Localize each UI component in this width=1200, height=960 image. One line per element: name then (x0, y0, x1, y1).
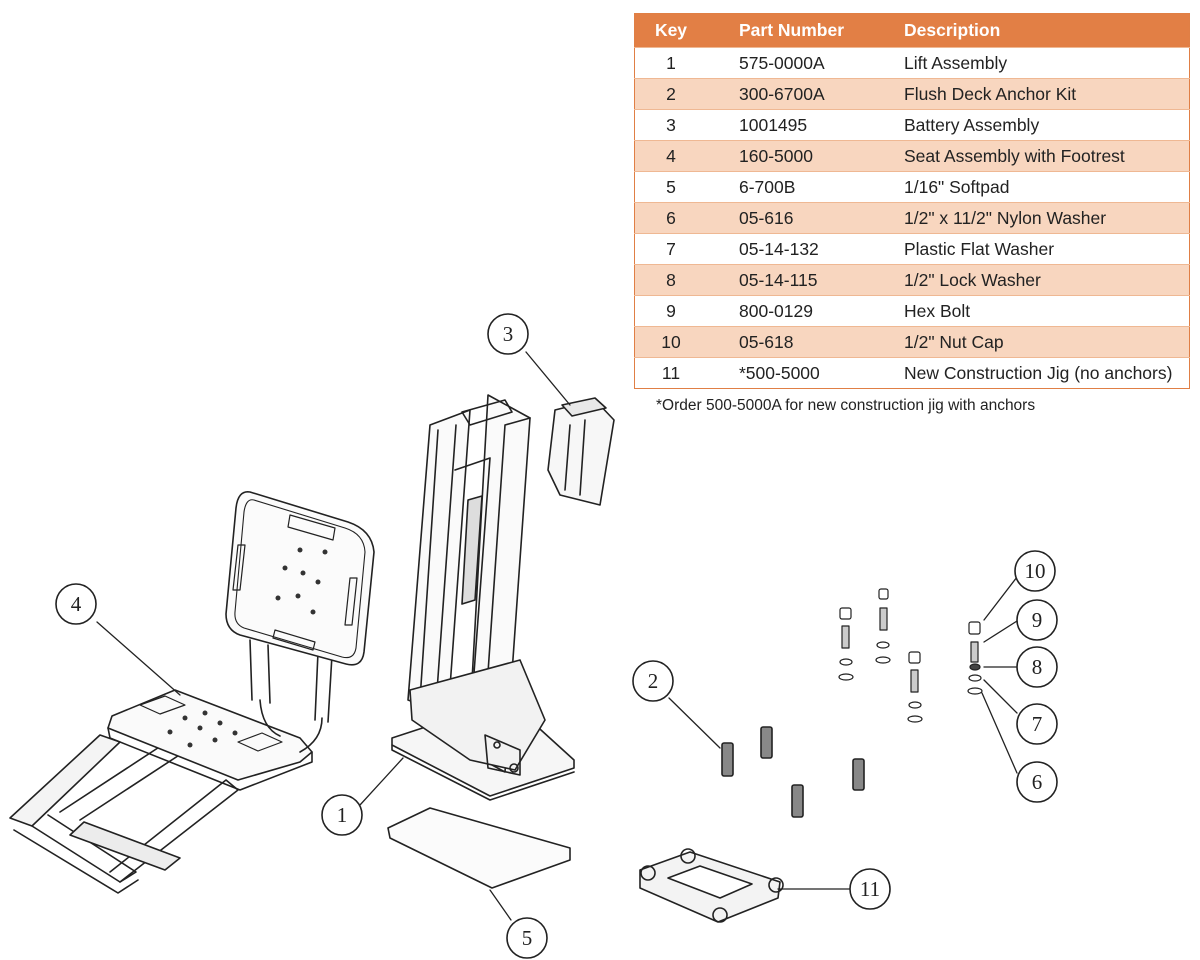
lift-assembly-drawing (391, 394, 575, 801)
callout-2: 2 (632, 660, 674, 702)
callout-1: 1 (321, 794, 363, 836)
cell-part-number: 160-5000 (707, 140, 904, 172)
cell-key: 9 (634, 295, 707, 327)
cell-part-number: 800-0129 (707, 295, 904, 327)
table-row: 2 300-6700A Flush Deck Anchor Kit (634, 78, 1190, 110)
table-row: 3 1001495 Battery Assembly (634, 109, 1190, 141)
cell-key: 11 (634, 357, 707, 389)
table-row: 8 05-14-115 1/2" Lock Washer (634, 264, 1190, 296)
cell-description: Plastic Flat Washer (904, 233, 1190, 265)
cell-description: New Construction Jig (no anchors) (904, 357, 1190, 389)
table-row: 1 575-0000A Lift Assembly (634, 47, 1190, 79)
header-description: Description (904, 13, 1190, 48)
header-key: Key (634, 13, 707, 48)
callout-6: 6 (1016, 761, 1058, 803)
softpad-drawing (387, 807, 571, 889)
cell-part-number: 575-0000A (707, 47, 904, 79)
callout-label: 7 (1032, 712, 1043, 736)
table-row: 11 *500-5000 New Construction Jig (no an… (634, 357, 1190, 389)
callout-label: 4 (71, 592, 82, 616)
callout-label: 8 (1032, 655, 1043, 679)
callout-label: 2 (648, 669, 659, 693)
parts-table: Key Part Number Description 1 575-0000A … (634, 13, 1190, 389)
cell-key: 4 (634, 140, 707, 172)
table-row: 7 05-14-132 Plastic Flat Washer (634, 233, 1190, 265)
table-row: 9 800-0129 Hex Bolt (634, 295, 1190, 327)
cell-key: 8 (634, 264, 707, 296)
callout-5: 5 (506, 917, 548, 959)
cell-description: 1/2" x 11/2" Nylon Washer (904, 202, 1190, 234)
cell-part-number: *500-5000 (707, 357, 904, 389)
callout-label: 9 (1032, 608, 1043, 632)
cell-description: Seat Assembly with Footrest (904, 140, 1190, 172)
cell-description: Flush Deck Anchor Kit (904, 78, 1190, 110)
cell-key: 10 (634, 326, 707, 358)
cell-key: 3 (634, 109, 707, 141)
cell-description: 1/2" Lock Washer (904, 264, 1190, 296)
cell-key: 2 (634, 78, 707, 110)
callout-11: 11 (849, 868, 891, 910)
cell-part-number: 1001495 (707, 109, 904, 141)
cell-part-number: 05-616 (707, 202, 904, 234)
cell-description: 1/16" Softpad (904, 171, 1190, 203)
cell-part-number: 05-14-115 (707, 264, 904, 296)
callout-7: 7 (1016, 703, 1058, 745)
jig-drawing (639, 848, 784, 923)
battery-drawing (547, 397, 615, 506)
cell-description: Hex Bolt (904, 295, 1190, 327)
cell-part-number: 05-618 (707, 326, 904, 358)
table-row: 6 05-616 1/2" x 11/2" Nylon Washer (634, 202, 1190, 234)
callout-8: 8 (1016, 646, 1058, 688)
table-row: 5 6-700B 1/16" Softpad (634, 171, 1190, 203)
callout-label: 10 (1025, 559, 1046, 583)
hardware-stacks-drawing (838, 588, 983, 723)
cell-description: 1/2" Nut Cap (904, 326, 1190, 358)
table-row: 10 05-618 1/2" Nut Cap (634, 326, 1190, 358)
anchor-pins-drawing (721, 726, 865, 818)
table-row: 4 160-5000 Seat Assembly with Footrest (634, 140, 1190, 172)
cell-key: 7 (634, 233, 707, 265)
seat-assembly-drawing (9, 491, 375, 894)
table-footnote: *Order 500-5000A for new construction ji… (656, 397, 1036, 414)
callout-3: 3 (487, 313, 529, 355)
header-part-number: Part Number (707, 13, 904, 48)
cell-part-number: 300-6700A (707, 78, 904, 110)
leader-lines (96, 351, 1018, 921)
callout-label: 1 (337, 803, 348, 827)
callout-label: 11 (860, 877, 880, 901)
cell-key: 6 (634, 202, 707, 234)
callout-label: 6 (1032, 770, 1043, 794)
cell-part-number: 05-14-132 (707, 233, 904, 265)
callout-4: 4 (55, 583, 97, 625)
cell-part-number: 6-700B (707, 171, 904, 203)
cell-description: Battery Assembly (904, 109, 1190, 141)
cell-key: 5 (634, 171, 707, 203)
cell-description: Lift Assembly (904, 47, 1190, 79)
callout-label: 5 (522, 926, 533, 950)
callout-9: 9 (1016, 599, 1058, 641)
table-header-row: Key Part Number Description (634, 13, 1190, 48)
callout-label: 3 (503, 322, 514, 346)
callout-10: 10 (1014, 550, 1056, 592)
cell-key: 1 (634, 47, 707, 79)
